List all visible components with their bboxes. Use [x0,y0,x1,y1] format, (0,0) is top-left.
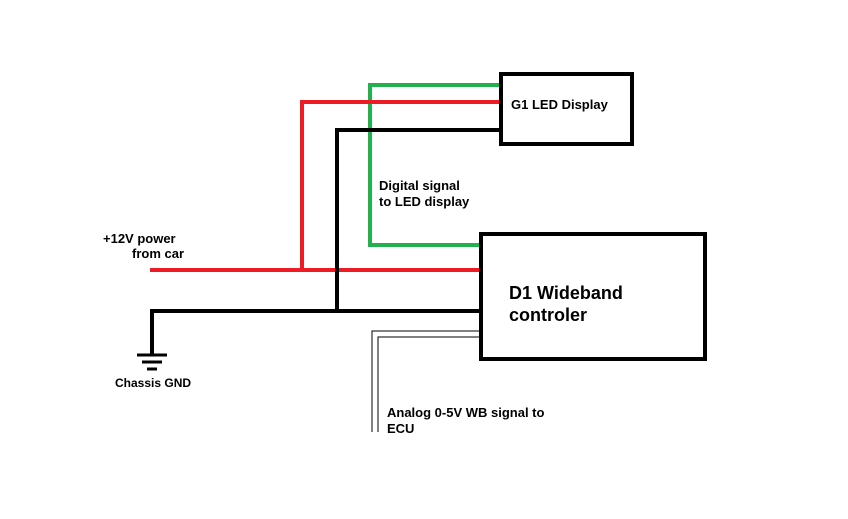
power-wire-display-branch [300,100,501,270]
ground-symbol [137,353,167,371]
digital-signal-wire [368,83,501,247]
analog-signal-wire-inner [377,336,481,432]
controller-label-line1: D1 Wideband [509,283,623,303]
power-label-line2: from car [132,246,184,261]
analog-signal-label-line2: ECU [387,421,414,436]
digital-signal-label-line1: Digital signal [379,178,460,193]
led-display-label: G1 LED Display [511,97,609,112]
analog-signal-wire-outer [371,330,481,432]
wideband-controller-box [479,232,707,361]
analog-signal-label-line1: Analog 0-5V WB signal to [387,405,545,420]
ground-wire-main [150,309,481,354]
led-display-box [499,72,634,146]
digital-signal-label-line2: to LED display [379,194,470,209]
ground-wire-display-branch [335,128,501,311]
power-label-line1: +12V power [103,231,176,246]
ground-label: Chassis GND [115,376,191,390]
controller-label-line2: controler [509,305,587,325]
